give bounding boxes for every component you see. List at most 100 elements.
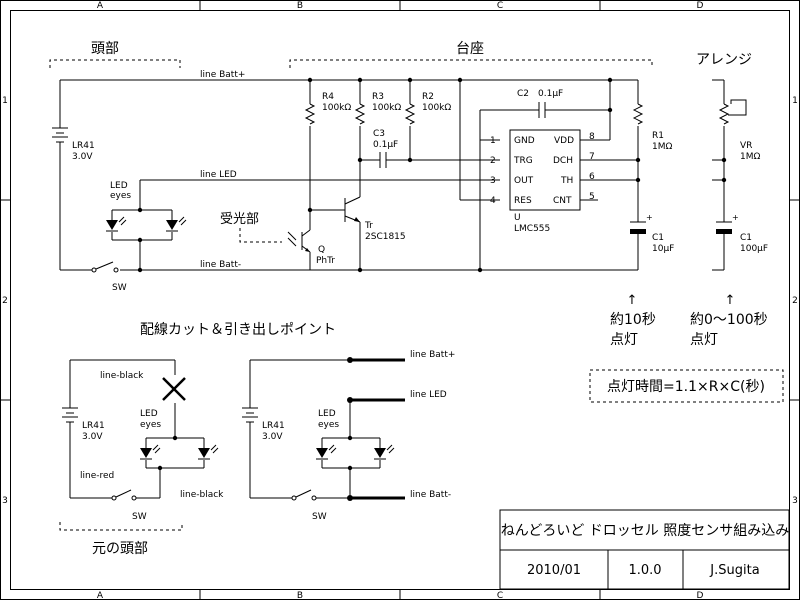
- ic-pin-name: DCH: [553, 156, 573, 166]
- wire-label-line-black-bottom: line-black: [180, 490, 224, 500]
- ic-pin-number: 1: [490, 136, 496, 146]
- r2-value: 100kΩ: [422, 103, 451, 113]
- original-head-wires: [69, 359, 205, 499]
- switch-label: SW: [132, 512, 147, 522]
- grid-col-b-top: B: [297, 1, 303, 11]
- grid-row-2-right: 2: [792, 296, 798, 306]
- led-icon: [198, 444, 219, 460]
- note2-arrow-icon: ↑: [725, 293, 736, 308]
- battery-symbol: [52, 127, 68, 143]
- led-label: LED: [140, 409, 158, 419]
- title-block: [499, 509, 790, 590]
- c1-name: C1: [652, 233, 664, 243]
- grid-col-a-bottom: A: [97, 591, 104, 600]
- light-sensor-label: 受光部: [220, 212, 259, 227]
- ic-body: [509, 129, 581, 211]
- r1-value: 1MΩ: [652, 142, 672, 152]
- led-sublabel: eyes: [140, 420, 161, 430]
- c1-alt-value: 100μF: [740, 244, 768, 254]
- led-label: LED: [318, 409, 336, 419]
- grid-row-1-left: 1: [2, 96, 8, 106]
- battery-name: LR41: [82, 421, 105, 431]
- title-block-date: 2010/01: [527, 563, 581, 578]
- led-icon: [106, 216, 127, 232]
- section-head-label: 頭部: [91, 41, 119, 57]
- battery-value: 3.0V: [262, 432, 283, 442]
- arrange-wires: [712, 79, 747, 271]
- switch-label: SW: [312, 512, 327, 522]
- npn-transistor-icon: [344, 196, 361, 223]
- capacitor-icon: [538, 102, 546, 118]
- ic-pin-name: TH: [560, 176, 573, 186]
- ic-pin-name: OUT: [514, 176, 534, 186]
- grid-col-d-bottom: D: [697, 591, 704, 600]
- led-icon: [140, 444, 161, 460]
- note1-arrow-icon: ↑: [627, 293, 638, 308]
- led-label: LED: [110, 181, 128, 191]
- section-base-label: 台座: [456, 41, 484, 57]
- net-label-batt-plus: line Batt+: [200, 70, 245, 80]
- breakout-label-batt-minus: line Batt-: [410, 490, 451, 500]
- vr-name: VR: [740, 141, 752, 151]
- ic-pin-number: 5: [589, 192, 595, 202]
- battery-symbol: [242, 407, 258, 423]
- q-name: Q: [318, 245, 325, 255]
- grid-col-b-bottom: B: [297, 591, 303, 600]
- battery-name: LR41: [262, 421, 285, 431]
- led-icon: [316, 444, 337, 460]
- ic-pin-number: 3: [490, 176, 496, 186]
- ic-pin-name: TRG: [513, 156, 533, 166]
- grid-row-3-left: 3: [2, 496, 8, 506]
- c3-value: 0.1μF: [373, 140, 398, 150]
- phototransistor-icon: [287, 229, 311, 253]
- battery-name: LR41: [72, 141, 95, 151]
- led-sublabel: eyes: [110, 191, 131, 201]
- original-head-label: 元の頭部: [92, 541, 148, 557]
- c2-name: C2: [517, 89, 529, 99]
- ic-pin-number: 2: [490, 156, 496, 166]
- r2-name: R2: [422, 92, 434, 102]
- battery-value: 3.0V: [72, 152, 93, 162]
- c3-name: C3: [373, 129, 385, 139]
- tr-value: 2SC1815: [365, 232, 406, 242]
- electrolytic-capacitor-icon: +: [716, 213, 739, 234]
- grid-col-a-top: A: [97, 1, 104, 11]
- c1-value: 10μF: [652, 244, 674, 254]
- tr-name: Tr: [364, 221, 373, 231]
- grid-row-1-right: 1: [792, 96, 798, 106]
- ic-pin-number: 8: [589, 132, 595, 142]
- r4-value: 100kΩ: [322, 103, 351, 113]
- c2-value: 0.1μF: [538, 89, 563, 99]
- grid-col-d-top: D: [697, 1, 704, 11]
- note1-line2: 点灯: [610, 332, 638, 348]
- net-label-led: line LED: [200, 170, 237, 180]
- note2-line2: 点灯: [690, 332, 718, 348]
- r3-name: R3: [372, 92, 384, 102]
- wiring-section-title: 配線カット＆引き出しポイント: [140, 322, 336, 338]
- ic-pin-number: 7: [589, 152, 595, 162]
- ic-pin-number: 4: [490, 196, 496, 206]
- capacitor-icon: [379, 152, 387, 168]
- ic-ref: U: [514, 213, 521, 223]
- grid-col-c-bottom: C: [497, 591, 503, 600]
- led-icon: [166, 216, 187, 232]
- grid-row-3-right: 3: [792, 496, 798, 506]
- grid-col-c-top: C: [497, 1, 503, 11]
- ic-pin-name: GND: [514, 136, 535, 146]
- electrolytic-capacitor-icon: +: [630, 213, 653, 234]
- led-sublabel: eyes: [318, 420, 339, 430]
- modified-head-wires: [249, 357, 381, 501]
- section-head: 頭部: [49, 41, 181, 68]
- svg-text:+: +: [732, 213, 739, 222]
- r3-value: 100kΩ: [372, 103, 401, 113]
- formula-text: 点灯時間=1.1×R×C(秒): [607, 379, 765, 395]
- title-block-title: ねんどろいど ドロッセル 照度センサ組み込み: [501, 523, 789, 539]
- title-block-version: 1.0.0: [628, 563, 661, 578]
- vr-value: 1MΩ: [740, 152, 760, 162]
- resistor-icon: [304, 103, 316, 125]
- section-base: 台座: [289, 41, 653, 68]
- formula-box: [589, 369, 784, 403]
- resistor-icon: [404, 103, 416, 125]
- ic-pin-name: VDD: [554, 136, 574, 146]
